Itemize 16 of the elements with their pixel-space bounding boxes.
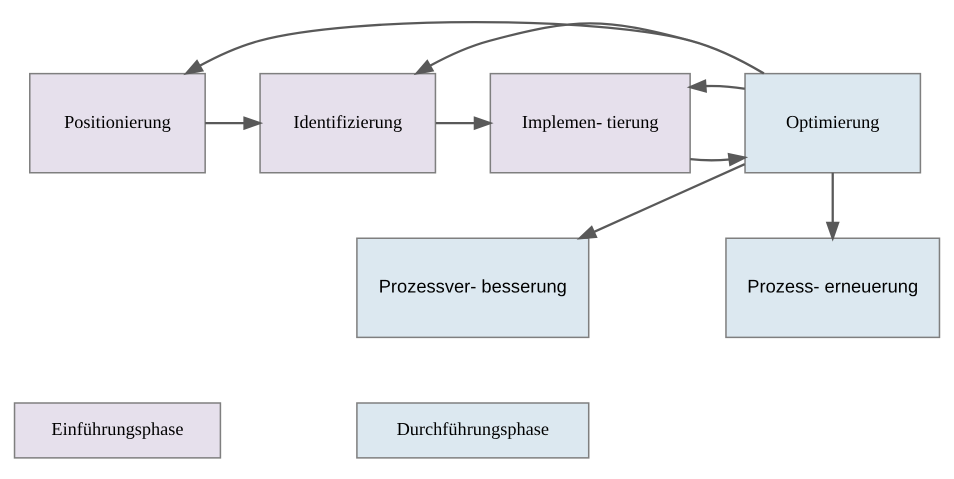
arrow (205, 116, 264, 130)
node-box: Durchführungsphase (356, 402, 590, 458)
arrow (826, 172, 840, 242)
node-box: Prozess- erneuerung (725, 237, 940, 338)
node-box: Implemen- tierung (490, 72, 691, 173)
arrow (183, 20, 764, 75)
arrow (436, 116, 494, 130)
arrow (414, 22, 764, 75)
node-box: Einführungsphase (14, 402, 222, 458)
node-box: Prozessver- besserung (356, 237, 590, 338)
node-box: Positionierung (29, 72, 206, 173)
node-box: Optimierung (744, 72, 922, 173)
arrow (690, 152, 748, 166)
node-box: Identifizierung (259, 72, 436, 173)
arrow (576, 162, 746, 240)
arrow (686, 78, 745, 92)
